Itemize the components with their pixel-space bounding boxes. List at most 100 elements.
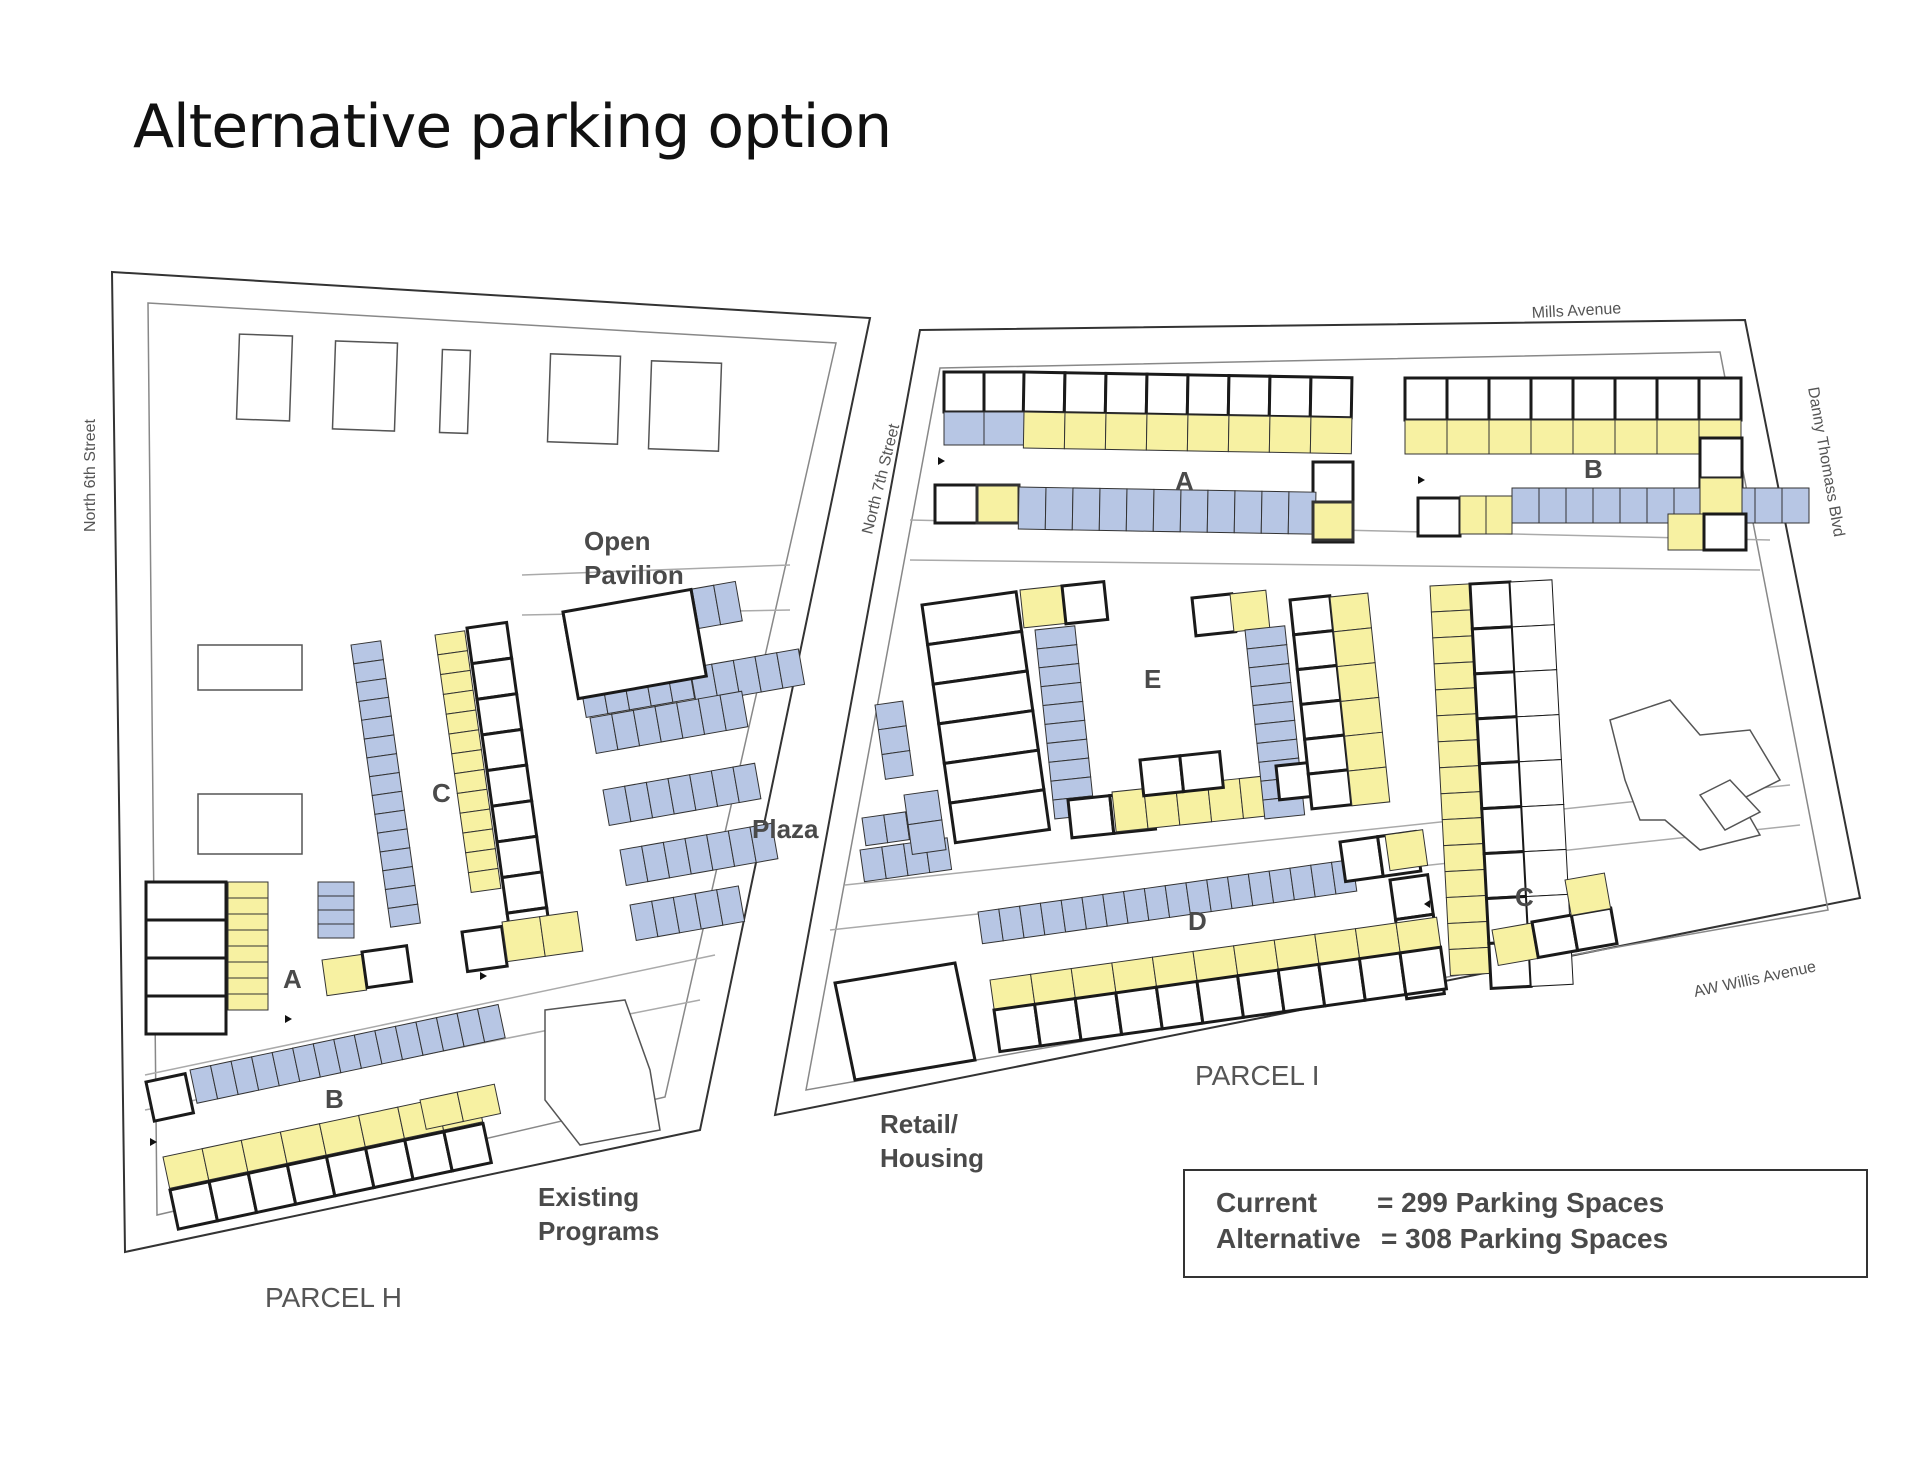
parking-space <box>1477 760 1524 811</box>
parking-space <box>1473 670 1519 721</box>
parking-space <box>1572 419 1616 455</box>
retail-label-1: Retail/ <box>880 1109 958 1139</box>
retail-building <box>833 961 977 1082</box>
parking-space <box>1299 698 1347 741</box>
direction-arrows <box>150 457 1430 1146</box>
parking-space <box>1491 922 1539 967</box>
parking-space <box>1179 489 1209 533</box>
retail-label-2: Housing <box>880 1143 984 1173</box>
parking-space <box>1440 791 1483 821</box>
parking-space <box>948 788 1052 845</box>
parking-space <box>1098 487 1128 532</box>
parking-space <box>1347 766 1391 807</box>
parking-space <box>992 1002 1043 1054</box>
lot-h-b: B <box>325 1084 344 1114</box>
parking-space <box>1699 477 1743 515</box>
parcel-i-boundary <box>773 318 1862 1117</box>
parking-space <box>1178 749 1225 794</box>
parking-space <box>1518 759 1565 808</box>
lot-i-e-northeast-yellow <box>1229 589 1271 633</box>
parking-space <box>1434 687 1478 717</box>
parking-space <box>1125 488 1155 532</box>
legend-box: Current = 299 Parking Spaces Alternative… <box>1183 1169 1868 1278</box>
parking-space <box>1288 594 1336 637</box>
lot-i-b-bottom-yellow <box>1459 495 1513 535</box>
parking-space <box>476 1003 506 1043</box>
parking-space <box>1781 487 1810 524</box>
page-title: Alternative parking option <box>133 92 892 162</box>
retail-blue-col-1 <box>874 700 914 780</box>
parking-space <box>1487 376 1533 422</box>
parking-space <box>1063 412 1107 450</box>
parking-space <box>1104 412 1148 451</box>
parking-space <box>1667 513 1705 551</box>
parking-space <box>1138 754 1186 798</box>
parking-space <box>144 1071 196 1123</box>
parking-space <box>1475 715 1521 766</box>
lot-i-d-blue-row <box>977 858 1358 945</box>
lot-h-a-yellow-col <box>227 881 269 1011</box>
parking-space <box>1302 733 1350 776</box>
parcel-i-label: PARCEL I <box>1195 1060 1319 1091</box>
existing-programs-label-1: Existing <box>538 1182 639 1212</box>
parking-space <box>360 944 414 990</box>
parking-space <box>1066 793 1116 840</box>
parking-space <box>387 903 421 928</box>
lot-i-c-top-yellow <box>1564 872 1612 917</box>
lot-h-b-white-row <box>168 1121 494 1231</box>
parking-space <box>874 700 907 731</box>
parking-space <box>1144 372 1190 417</box>
parking-space <box>732 762 762 804</box>
street-mills-avenue: Mills Avenue <box>1531 300 1621 322</box>
parking-space <box>470 656 519 701</box>
lot-h-a-blue-col <box>317 881 355 939</box>
lot-i-a-bottom-white <box>933 483 979 525</box>
parcel-h-label: PARCEL H <box>265 1282 402 1313</box>
lot-h-c-yellow-col <box>434 630 502 894</box>
parking-space <box>1511 487 1540 524</box>
parking-space <box>144 956 228 998</box>
lot-i-a-blue-left <box>943 411 1025 446</box>
parking-space <box>1459 495 1487 535</box>
parking-space <box>933 483 979 525</box>
parking-space <box>1754 487 1783 524</box>
parking-space <box>983 411 1025 446</box>
parking-space <box>907 819 947 855</box>
legend-current-label: Current <box>1216 1187 1317 1218</box>
parking-space <box>713 580 743 626</box>
parking-space <box>719 690 749 732</box>
parking-space <box>1227 415 1271 453</box>
parking-space <box>1235 968 1286 1020</box>
parking-space <box>942 370 986 414</box>
parking-space <box>1444 868 1487 899</box>
parking-space <box>877 725 911 756</box>
parcel-h-buildings <box>197 333 723 855</box>
lot-i-b-bottom-blue <box>1511 487 1810 524</box>
lot-i-a-end-yellow <box>1311 500 1355 542</box>
parking-space <box>561 587 709 701</box>
parking-space <box>1485 495 1513 535</box>
parking-space <box>1656 419 1700 455</box>
parking-space <box>1317 956 1367 1008</box>
lot-i-e-east-white-col <box>1288 594 1354 811</box>
parking-space <box>1511 624 1558 673</box>
parking-space <box>1447 920 1490 951</box>
parking-space <box>1044 486 1074 531</box>
lot-h-b-blue-row <box>189 1003 506 1104</box>
lot-h-a-white <box>360 944 414 990</box>
parking-space <box>1154 979 1205 1031</box>
parking-space <box>1311 460 1355 504</box>
parking-space <box>1276 962 1327 1014</box>
parking-space <box>883 811 911 844</box>
parking-space <box>227 993 269 1011</box>
parking-spaces <box>144 370 1810 1231</box>
lot-h-c: C <box>432 778 451 808</box>
parking-space <box>1619 487 1648 524</box>
parking-space <box>227 881 269 899</box>
parking-space <box>1292 628 1339 672</box>
pavilion-blue-row-6 <box>619 822 779 887</box>
parking-space <box>1260 490 1290 535</box>
parking-space <box>144 994 228 1036</box>
parking-space <box>1295 663 1343 707</box>
